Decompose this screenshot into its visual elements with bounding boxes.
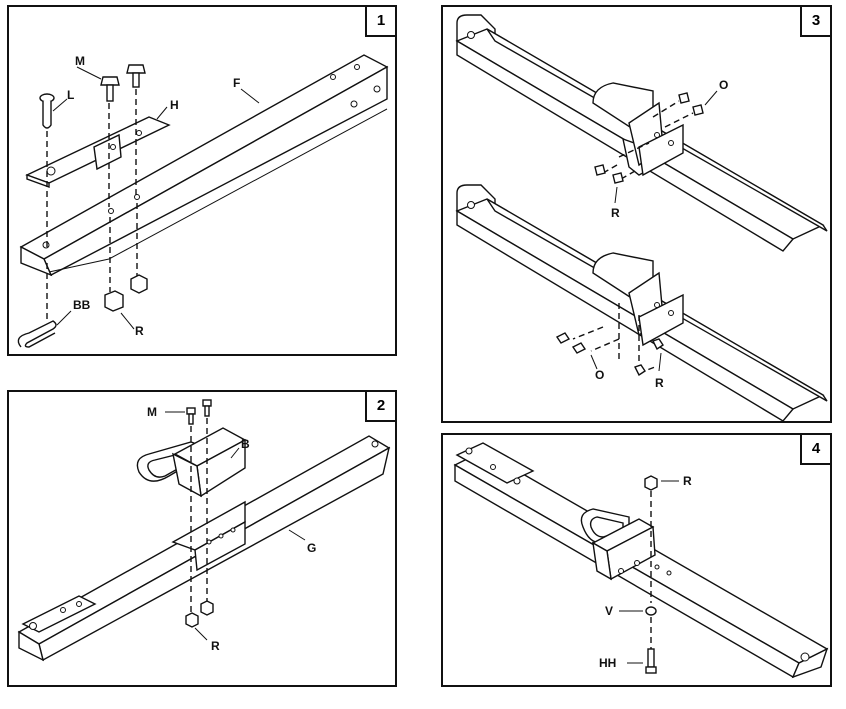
upper-assembly	[455, 14, 828, 252]
label-h: H	[170, 98, 179, 112]
step-2-illustration: M B G R	[17, 399, 391, 662]
step-1-illustration: M L H F BB R	[17, 54, 389, 348]
step-2-number: 2	[365, 390, 397, 422]
label-m: M	[147, 405, 157, 419]
hitch-bracket-b	[136, 427, 247, 498]
label-r-bottom: R	[655, 376, 664, 390]
label-m: M	[75, 54, 85, 68]
step-4-number: 4	[800, 433, 832, 465]
nuts-r	[104, 274, 148, 312]
label-g: G	[307, 541, 316, 555]
pin-l	[39, 93, 55, 129]
tube-f	[19, 54, 389, 277]
label-v: V	[605, 604, 613, 618]
end-bracket	[21, 595, 97, 633]
step-1-panel: 1	[7, 5, 397, 356]
bolts-m-2	[186, 399, 212, 425]
bolts-o-bottom	[555, 332, 587, 354]
nut-r-4	[644, 475, 658, 491]
label-r: R	[211, 639, 220, 653]
label-hh: HH	[599, 656, 616, 670]
nuts-r-top	[594, 164, 624, 184]
label-l: L	[67, 88, 74, 102]
label-r: R	[135, 324, 144, 338]
label-f: F	[233, 76, 240, 90]
nuts-r-2	[185, 600, 214, 628]
assembled-tube	[453, 450, 829, 679]
step-3-panel: 3 O R	[441, 5, 832, 423]
bolts-m	[100, 64, 146, 102]
step-2-panel: 2	[7, 390, 397, 687]
bolts-o-top	[678, 92, 704, 116]
label-r-top: R	[611, 206, 620, 220]
label-r: R	[683, 474, 692, 488]
label-o-bottom: O	[595, 368, 604, 382]
nuts-r-bottom	[634, 338, 664, 377]
step-4-illustration: R V HH	[453, 442, 829, 679]
bracket-h	[25, 116, 171, 188]
step-4-panel: 4	[441, 433, 832, 687]
clip-bb	[17, 320, 57, 348]
label-b: B	[241, 437, 250, 451]
step-3-illustration: O R O R	[455, 14, 828, 422]
end-bracket-4	[455, 442, 535, 485]
label-o-top: O	[719, 78, 728, 92]
hitch-bracket-4	[580, 508, 672, 581]
step-1-number: 1	[365, 5, 397, 37]
bolt-hh	[645, 648, 657, 674]
step-3-number: 3	[800, 5, 832, 37]
label-bb: BB	[73, 298, 91, 312]
lower-assembly	[455, 184, 828, 422]
washer-v	[645, 606, 657, 616]
